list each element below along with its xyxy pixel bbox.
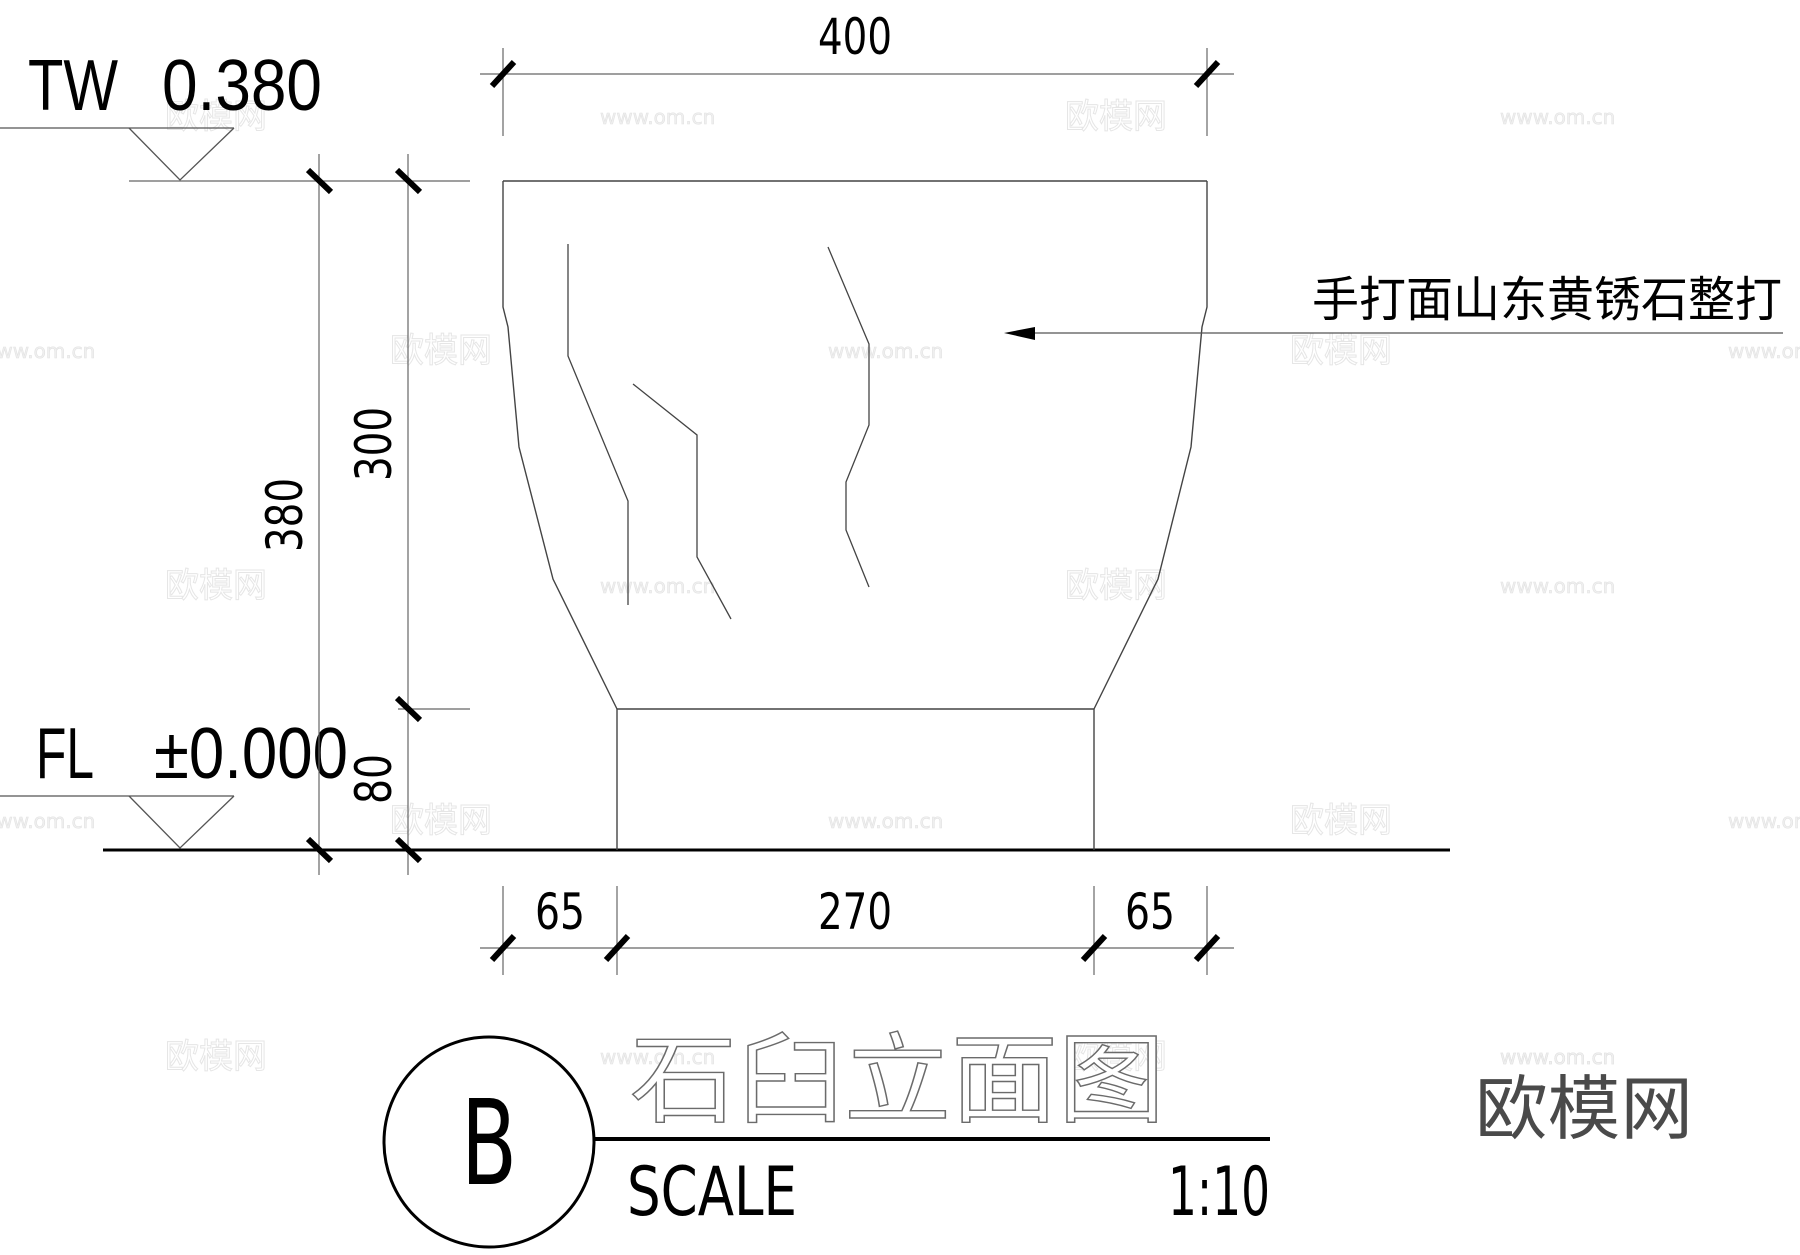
level-top-value: 0.380 bbox=[162, 46, 322, 126]
watermark-brand: 欧模网 bbox=[1290, 801, 1392, 841]
dim-tick-icon bbox=[1193, 933, 1221, 963]
dim-value-65-left: 65 bbox=[535, 883, 585, 941]
stone-texture bbox=[567, 244, 870, 620]
dim-tick-icon bbox=[394, 695, 423, 723]
level-marker-top: TW 0.380 bbox=[0, 46, 470, 182]
dimension-total-height: 380 bbox=[256, 154, 334, 875]
dim-value-270: 270 bbox=[818, 883, 892, 941]
watermark-brand: 欧模网 bbox=[165, 1037, 267, 1077]
watermark-url: www.om.cn bbox=[600, 1045, 715, 1069]
watermark-url: www.om.cn bbox=[600, 574, 715, 598]
watermark-brand: 欧模网 bbox=[165, 97, 267, 137]
stone-mortar bbox=[502, 180, 1208, 850]
level-top-triangle-icon bbox=[128, 127, 235, 181]
texture-line bbox=[827, 246, 870, 588]
dim-tick-icon bbox=[1080, 933, 1108, 963]
level-marker-floor: FL ±0.000 bbox=[0, 714, 348, 849]
material-note: 手打面山东黄锈石整打 bbox=[1312, 272, 1782, 328]
watermark-brand: 欧模网 bbox=[390, 331, 492, 371]
dim-tick-icon bbox=[305, 836, 334, 864]
dim-tick-icon bbox=[489, 933, 517, 963]
watermark-url: www.om.cn bbox=[828, 809, 943, 833]
dim-value-400: 400 bbox=[818, 8, 892, 66]
level-top-label: TW bbox=[28, 46, 118, 126]
dim-tick-icon bbox=[394, 167, 423, 195]
drawing-title: 石臼立面图 bbox=[630, 1024, 1165, 1138]
detail-marker-circle bbox=[382, 1035, 596, 1249]
detail-marker-letter: B bbox=[461, 1074, 517, 1212]
texture-line bbox=[567, 244, 629, 605]
dimension-body-height: 300 80 bbox=[345, 154, 470, 875]
watermark-brand: 欧模网 bbox=[165, 566, 267, 606]
title-block: B 石臼立面图 SCALE 1:10 bbox=[382, 1023, 1270, 1249]
level-floor-triangle-icon bbox=[128, 795, 235, 849]
level-floor-label: FL bbox=[36, 714, 94, 794]
dimension-bottom-widths: 65 270 65 bbox=[480, 883, 1234, 975]
dim-tick-icon bbox=[489, 59, 517, 89]
watermark-url: www.om.cn bbox=[0, 339, 95, 363]
watermark-layer: 欧模网 www.om.cn 欧模网 www.om.cn www.om.cn 欧模… bbox=[0, 97, 1800, 1078]
watermark-url: www.om.cn bbox=[600, 105, 715, 129]
watermark-url: www.om.cn bbox=[1728, 339, 1800, 363]
watermark-url: www.om.cn bbox=[1728, 809, 1800, 833]
level-floor-value: ±0.000 bbox=[154, 714, 348, 794]
brand-name: 欧模网 bbox=[1475, 1068, 1693, 1150]
dim-value-380: 380 bbox=[256, 478, 314, 552]
scale-value: 1:10 bbox=[1168, 1153, 1270, 1232]
mortar-left-profile bbox=[502, 181, 618, 710]
dim-value-65-right: 65 bbox=[1125, 883, 1175, 941]
dim-value-80: 80 bbox=[345, 754, 403, 804]
dim-value-300: 300 bbox=[345, 407, 403, 481]
mortar-right-profile bbox=[1093, 181, 1208, 710]
leader-arrow-icon bbox=[1004, 327, 1035, 340]
watermark-brand: 欧模网 bbox=[1065, 97, 1167, 137]
texture-line bbox=[632, 383, 732, 620]
watermark-url: www.om.cn bbox=[1500, 574, 1615, 598]
watermark-brand: 欧模网 bbox=[1065, 566, 1167, 606]
watermark-brand: 欧模网 bbox=[1065, 1037, 1167, 1077]
brand-logo: www.om.cn 欧模网 bbox=[1475, 1045, 1693, 1150]
dim-tick-icon bbox=[603, 933, 631, 963]
dim-tick-icon bbox=[1193, 59, 1221, 89]
watermark-url: www.om.cn bbox=[828, 339, 943, 363]
watermark-url: www.om.cn bbox=[1500, 1045, 1615, 1069]
dim-tick-icon bbox=[305, 167, 334, 195]
watermark-brand: 欧模网 bbox=[1290, 331, 1392, 371]
dim-tick-icon bbox=[394, 836, 423, 864]
dimension-top-width: 400 bbox=[480, 8, 1234, 136]
watermark-url: www.om.cn bbox=[1500, 105, 1615, 129]
material-callout: 手打面山东黄锈石整打 bbox=[1004, 272, 1783, 340]
brand-url: www.om.cn bbox=[1500, 1045, 1615, 1069]
scale-label: SCALE bbox=[627, 1153, 797, 1232]
watermark-url: www.om.cn bbox=[0, 809, 95, 833]
watermark-brand: 欧模网 bbox=[390, 801, 492, 841]
